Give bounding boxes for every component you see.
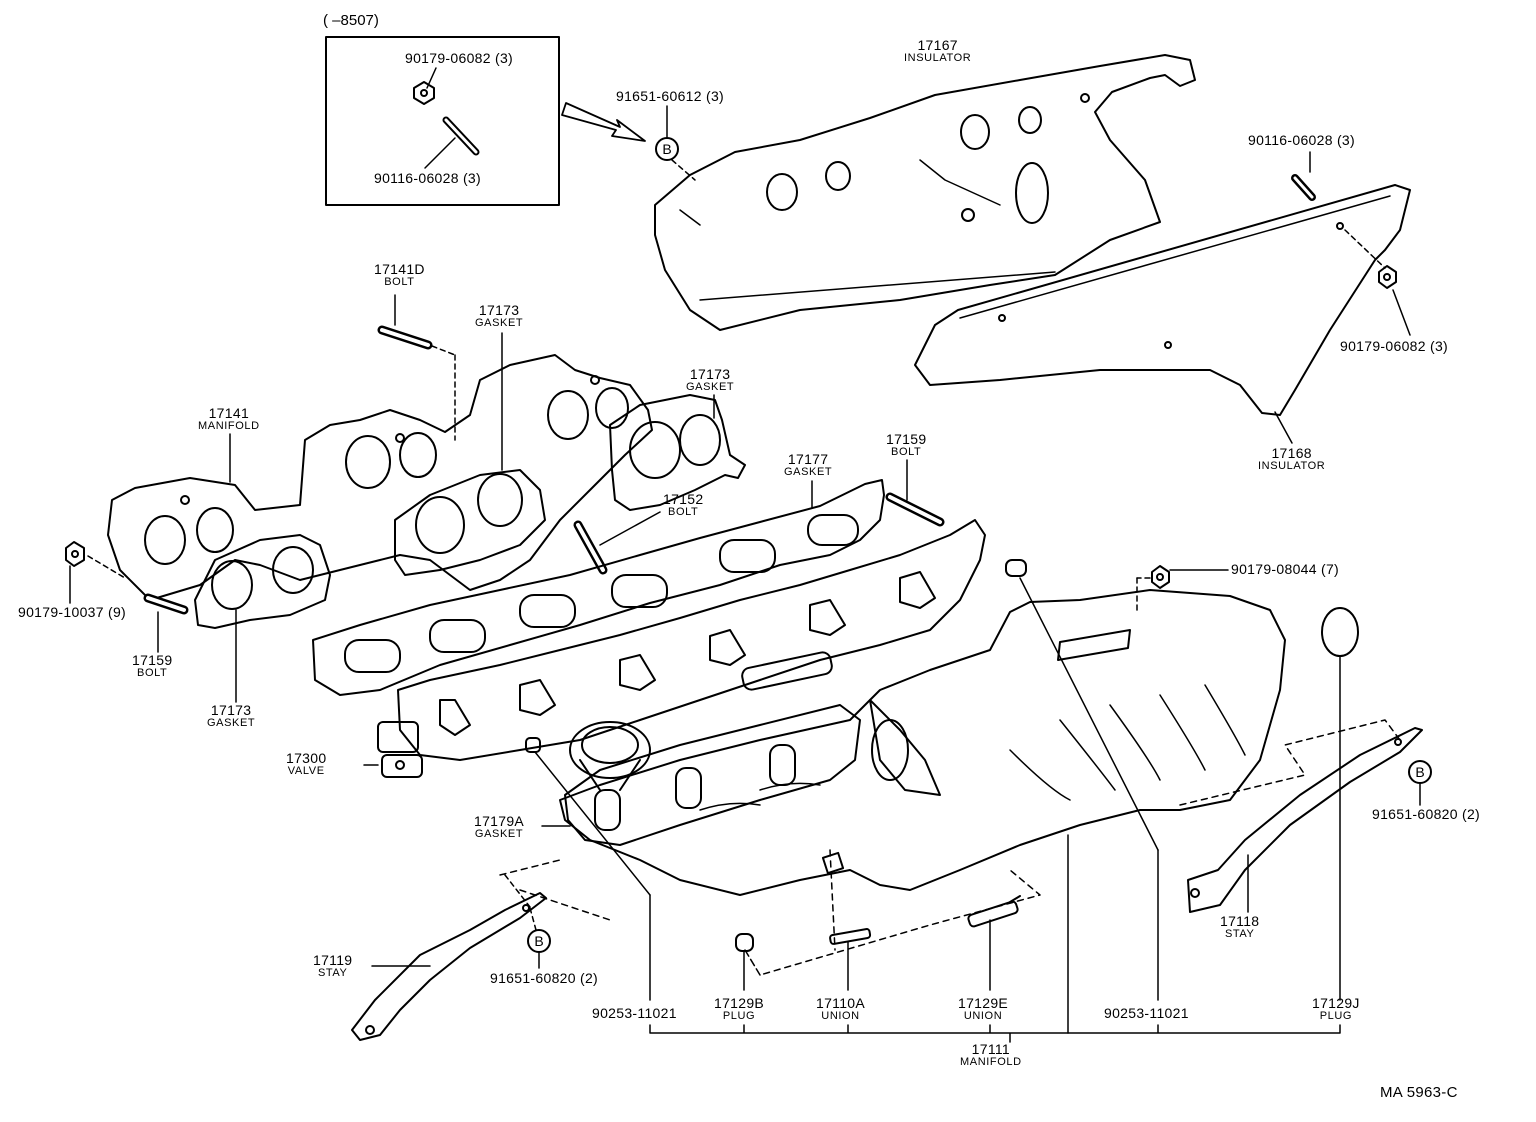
gasket-17173-mid-shape	[394, 469, 546, 576]
union-17110a-icon	[829, 928, 872, 945]
union-17129e-icon	[967, 895, 1021, 928]
gasket-17173-bottom-shape	[194, 534, 331, 629]
leader-17152	[599, 511, 661, 546]
leader-b-top	[671, 159, 696, 181]
b-marker-left-letter: B	[534, 933, 543, 949]
inset-title: ( –8507)	[323, 12, 379, 29]
label-90253-right: 90253-11021	[1104, 1005, 1189, 1021]
stud-90116-right	[1291, 174, 1316, 201]
insulator-17167-shape	[654, 54, 1196, 331]
leader-17168	[1274, 411, 1293, 444]
bracket-17111	[649, 1024, 1341, 1043]
label-90116-right: 90116-06028 (3)	[1248, 132, 1355, 148]
inset-box	[325, 36, 560, 206]
nut-90179-08044-icon	[1151, 565, 1170, 589]
bolt-17152-icon	[573, 520, 608, 575]
plug-17129b-icon	[735, 933, 754, 952]
intake-manifold-17111-shape	[559, 589, 1286, 896]
b-marker-right-letter: B	[1415, 764, 1424, 780]
bushing-left-icon	[525, 737, 541, 753]
leader-90179-right	[1392, 289, 1411, 336]
exhaust-manifold-17141-shape	[107, 354, 653, 601]
bolt-17159-left-icon	[143, 593, 189, 615]
label-91651-60820-left: 91651-60820 (2)	[490, 970, 599, 986]
label-90179-10037: 90179-10037 (9)	[18, 604, 127, 620]
leader-b-left-up	[529, 907, 537, 931]
inset-label-stud: 90116-06028 (3)	[374, 170, 481, 186]
dash-zone-bottom	[499, 849, 1041, 976]
leader-90253-right	[1019, 577, 1159, 851]
inset-leader-1	[426, 67, 437, 89]
inset-nut-icon	[413, 81, 435, 105]
label-90179-08044: 90179-08044 (7)	[1231, 561, 1340, 577]
nut-90179-right	[1378, 265, 1397, 289]
gasket-17179a-shape	[564, 704, 861, 846]
nut-90179-10037-icon	[65, 541, 85, 567]
valve-17300-icon	[377, 721, 423, 778]
label-91651-60820-right: 91651-60820 (2)	[1372, 806, 1481, 822]
dash-17141d	[431, 345, 456, 356]
bushing-right-icon	[1005, 559, 1027, 577]
inset-label-nut: 90179-06082 (3)	[405, 50, 514, 66]
bolt-17141d-icon	[377, 325, 433, 350]
stay-17118-shape	[1187, 727, 1423, 913]
label-91651-60612: 91651-60612 (3)	[616, 88, 725, 104]
dash-90179-10037	[87, 555, 126, 579]
leader-90253-left	[534, 751, 651, 896]
inset-arrow	[561, 102, 646, 142]
intake-flange-shape	[397, 519, 986, 761]
inset-stud-icon	[442, 116, 480, 156]
b-marker-top-letter: B	[662, 141, 671, 157]
label-90253-left: 90253-11021	[592, 1005, 677, 1021]
gasket-17177-shape	[312, 479, 885, 696]
gasket-17173-right-shape	[609, 394, 746, 511]
insulator-17168-shape	[914, 184, 1411, 416]
plug-17129j-icon	[1321, 607, 1359, 657]
bolt-17159-right-icon	[885, 492, 945, 527]
dash-90179-right	[1344, 229, 1386, 269]
label-90179-right: 90179-06082 (3)	[1340, 338, 1449, 354]
dash-17119	[504, 874, 531, 908]
stay-17119-shape	[351, 892, 547, 1041]
inset-leader-2	[424, 137, 456, 169]
throttle-piece-icon	[569, 721, 651, 791]
diagram-reference-code: MA 5963-C	[1380, 1084, 1458, 1101]
dash-17118	[1179, 719, 1401, 806]
